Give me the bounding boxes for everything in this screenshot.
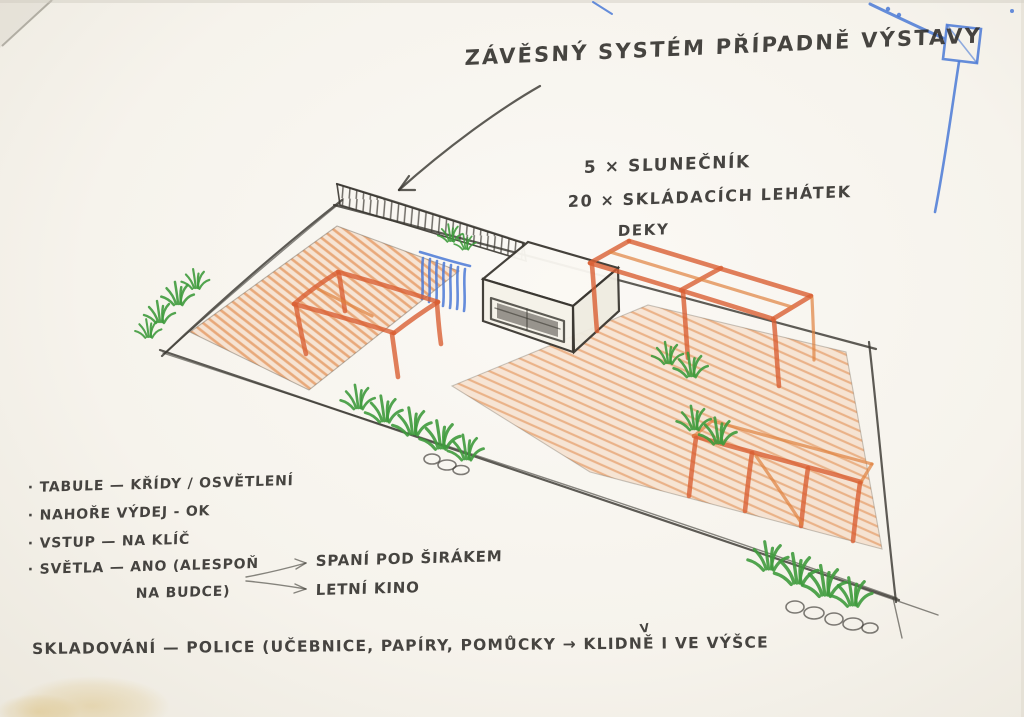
stone	[842, 617, 864, 631]
pergola-post	[336, 271, 348, 314]
grass-tuft	[339, 383, 377, 411]
blue-descender	[933, 60, 961, 214]
pergola-cross	[859, 462, 874, 484]
pergola-post	[850, 480, 863, 544]
kiosk-window-scribble	[494, 307, 561, 330]
top-edge-shadow	[0, 0, 1024, 3]
pergola-post	[771, 318, 782, 389]
coffee-stain	[0, 676, 170, 717]
pergola-cross	[692, 419, 714, 438]
leader-arrow-shaft	[397, 84, 542, 192]
blue-square-diagonal	[946, 24, 978, 64]
pergola-post	[686, 435, 699, 499]
blue-dot	[896, 12, 902, 18]
pergola-beam	[291, 301, 397, 336]
stone-scribbles	[423, 453, 879, 634]
leader-arrowhead	[397, 174, 411, 192]
blue-dot	[1010, 9, 1014, 13]
blue-diagonal	[868, 2, 945, 40]
pergola-post-back	[810, 296, 816, 362]
pergola-post	[434, 300, 444, 347]
glazing-top-stroke	[418, 250, 472, 268]
glazing-stroke	[427, 257, 432, 304]
pergola-beam	[391, 299, 441, 336]
pergola-post	[589, 262, 600, 334]
grass-tuft	[142, 299, 177, 325]
stone	[861, 622, 879, 634]
note-arrow-sleeping	[245, 562, 307, 578]
wall-top-line	[335, 182, 526, 245]
pergola-rafter	[316, 287, 374, 318]
leader-arrow	[397, 84, 542, 192]
stone	[803, 606, 825, 620]
blue-corner-doodle	[592, 1, 1014, 214]
glazing-stroke	[434, 259, 439, 306]
pergola-beam-back	[710, 419, 874, 466]
stone	[423, 453, 441, 465]
note-arrows	[245, 558, 307, 594]
blankets-label: DEKY	[617, 220, 670, 241]
stone	[824, 612, 844, 626]
right-edge-shadow	[1021, 0, 1024, 717]
pergola-beam	[691, 433, 864, 485]
pergola-beam	[291, 269, 341, 307]
plot-edge-left-ghost	[164, 202, 341, 354]
kiosk-building	[480, 240, 621, 355]
cinema-label: LETNÍ KINO	[315, 578, 420, 600]
stain-blob-small	[0, 694, 80, 717]
left-terrace-floor	[188, 225, 461, 391]
insertion-mark: V	[639, 620, 651, 636]
note-arrowhead	[293, 583, 307, 594]
upper-right-pergola	[587, 238, 816, 389]
corner-fold-line	[1, 0, 53, 47]
stone	[785, 600, 805, 614]
pergola-brace	[754, 454, 804, 526]
glazing-stroke	[441, 261, 446, 308]
note-arrowhead	[294, 558, 307, 570]
left-pergola	[291, 269, 444, 380]
lower-right-pergola	[686, 419, 874, 544]
pergola-post	[742, 450, 755, 514]
blue-glazing-scribble	[418, 250, 472, 313]
note-lights-cont: NA BUDCE)	[135, 583, 231, 603]
stone	[452, 464, 470, 476]
corner-overshoot-1	[892, 597, 903, 639]
glazing-stroke	[455, 265, 460, 311]
pergola-post	[293, 303, 309, 357]
blue-tick	[592, 1, 613, 15]
note-arrow-cinema	[245, 580, 307, 590]
blue-dot	[885, 6, 891, 12]
stone	[437, 459, 457, 471]
kiosk-window-frame	[489, 296, 566, 344]
pergola-post	[389, 331, 401, 380]
right-terrace-floor	[450, 304, 883, 550]
glazing-stroke	[448, 263, 453, 310]
glazing-stroke	[462, 267, 467, 313]
grass-tuft	[746, 540, 790, 572]
pergola-rafter	[608, 250, 794, 309]
pergola-beam	[335, 269, 441, 305]
plot-edge-right	[867, 340, 898, 604]
glazing-stroke	[420, 256, 425, 301]
